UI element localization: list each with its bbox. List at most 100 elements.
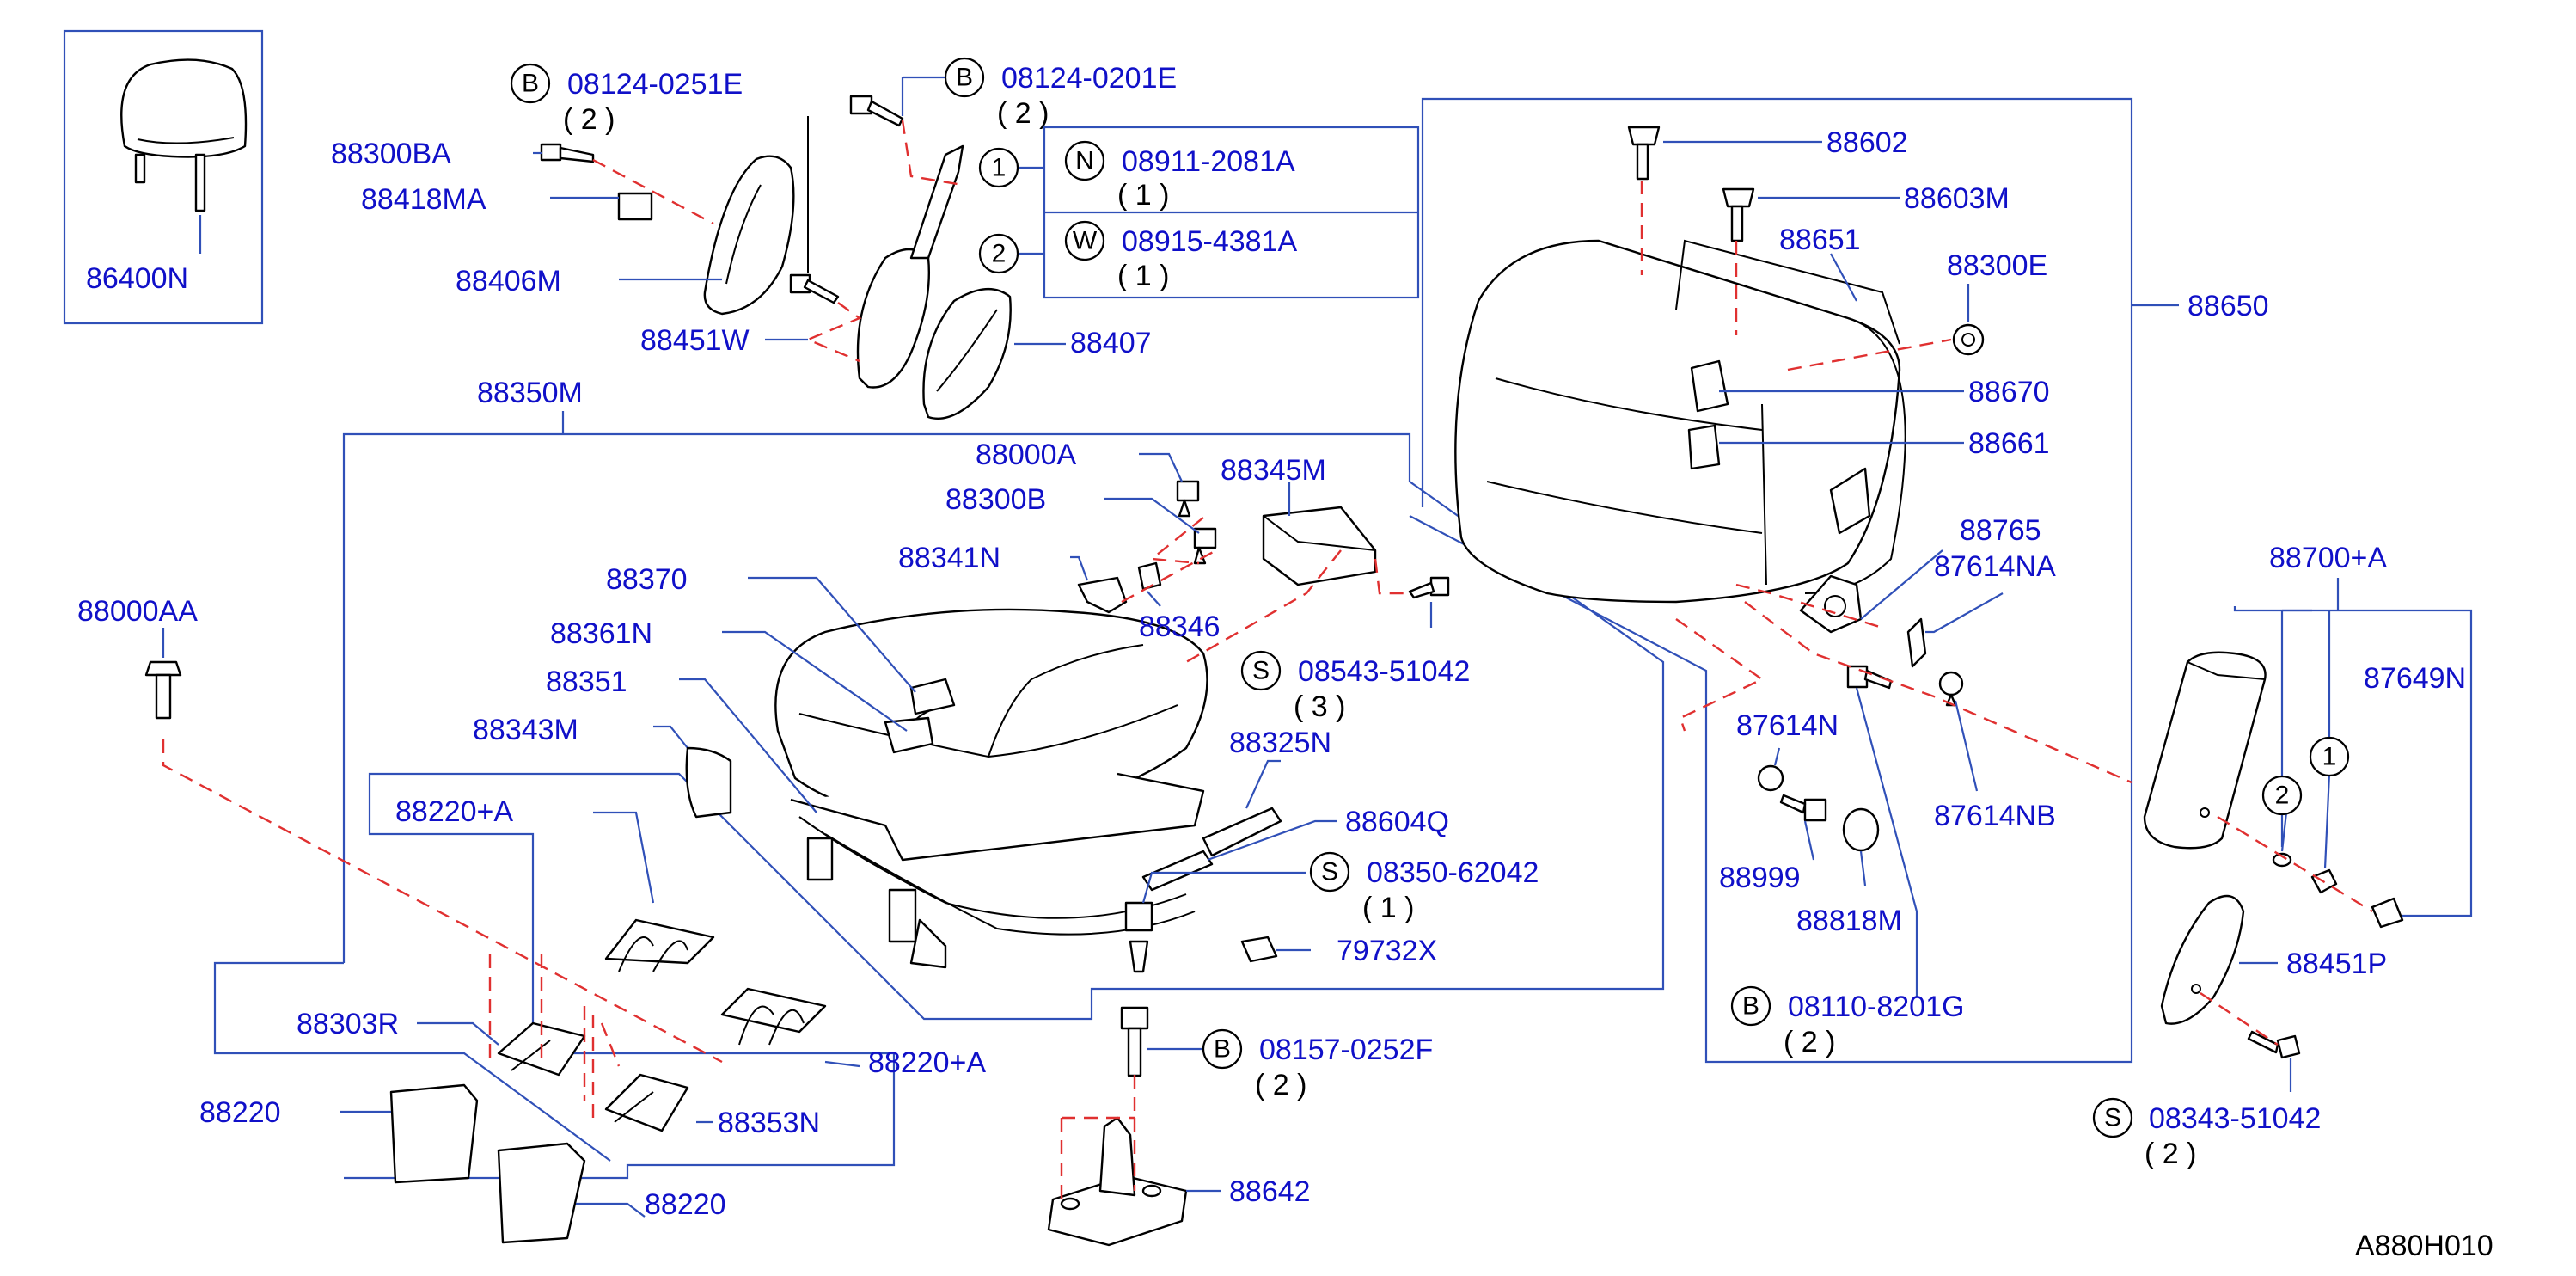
label-88300ba: 88300BA bbox=[331, 138, 451, 170]
fastener-s1-code: 08543-51042 bbox=[1298, 655, 1470, 688]
callout-2-table-text: 2 bbox=[992, 240, 1007, 268]
bolt-88000aa bbox=[144, 660, 182, 720]
label-88343m: 88343M bbox=[473, 714, 578, 746]
label-79732x: 79732X bbox=[1337, 935, 1437, 967]
symbol-b4-text: B bbox=[1742, 992, 1759, 1021]
fastener-s1-qty: ( 3 ) bbox=[1294, 690, 1345, 723]
label-88220a-2: 88220+A bbox=[868, 1046, 986, 1079]
stud-88603m bbox=[1722, 187, 1755, 242]
base-88642 bbox=[1047, 1116, 1188, 1247]
label-88350m: 88350M bbox=[477, 377, 583, 409]
label-88406m: 88406M bbox=[456, 265, 561, 298]
frame-88350m bbox=[342, 432, 1665, 1180]
bolt-b3 bbox=[1120, 1006, 1149, 1077]
symbol-s3 bbox=[2092, 1097, 2133, 1138]
label-88451p: 88451P bbox=[2286, 948, 2387, 980]
bolt-88999 bbox=[1779, 794, 1827, 822]
spacer-s2 bbox=[1124, 901, 1153, 932]
label-87614nb: 87614NB bbox=[1934, 800, 2056, 832]
screw-s1 bbox=[1408, 576, 1450, 599]
label-88700a: 88700+A bbox=[2269, 542, 2387, 574]
headrest-inset-box bbox=[63, 29, 264, 325]
frame-88350m-lower bbox=[213, 961, 611, 1162]
label-88418ma: 88418MA bbox=[361, 183, 486, 216]
washer-callout-2 bbox=[2272, 852, 2292, 868]
diagram-reference: A880H010 bbox=[2355, 1230, 2493, 1262]
bracket-88341n bbox=[1077, 576, 1128, 614]
bracket-88451w bbox=[856, 144, 964, 389]
frame-88650 bbox=[1409, 97, 2133, 1064]
frame-88700a bbox=[2233, 606, 2473, 917]
fastener-n1-qty: ( 1 ) bbox=[1117, 179, 1169, 212]
seat-cushion-88370 bbox=[774, 608, 1208, 969]
label-88220a-1: 88220+A bbox=[395, 795, 513, 828]
symbol-b1-text: B bbox=[522, 70, 539, 98]
clip-87614na bbox=[1906, 617, 1927, 668]
screw-s2 bbox=[1129, 940, 1149, 973]
bolt-b4 bbox=[1846, 665, 1893, 690]
screw-s3 bbox=[2247, 1030, 2301, 1059]
bracket-88220a-2 bbox=[720, 987, 827, 1046]
bracket-88353n bbox=[604, 1073, 689, 1132]
cover-88220-2 bbox=[497, 1142, 586, 1244]
label-88370: 88370 bbox=[606, 563, 688, 596]
cover-88345m bbox=[1262, 506, 1377, 586]
cap-87649n bbox=[2371, 897, 2404, 929]
symbol-n1-text: N bbox=[1075, 147, 1094, 175]
label-88604q: 88604Q bbox=[1345, 806, 1449, 838]
label-88220-1: 88220 bbox=[199, 1096, 281, 1129]
bolt-88300ba bbox=[540, 143, 595, 163]
callout-1-table bbox=[978, 147, 1019, 188]
symbol-s2 bbox=[1309, 851, 1350, 893]
fastener-s3-code: 08343-51042 bbox=[2149, 1102, 2321, 1135]
fastener-b3-code: 08157-0252F bbox=[1259, 1034, 1433, 1066]
symbol-n1 bbox=[1064, 140, 1105, 181]
label-88765: 88765 bbox=[1960, 514, 2041, 547]
label-88300b: 88300B bbox=[945, 483, 1046, 516]
clip-88346 bbox=[1137, 561, 1162, 591]
bolt-b1 bbox=[849, 95, 904, 127]
seatback-88650 bbox=[1454, 239, 1906, 604]
symbol-b3 bbox=[1202, 1028, 1243, 1070]
fastener-n1-code: 08911-2081A bbox=[1122, 145, 1295, 178]
label-88670: 88670 bbox=[1968, 376, 2050, 408]
cap-88300e bbox=[1952, 323, 1985, 356]
label-88407: 88407 bbox=[1070, 327, 1152, 359]
cover-88407 bbox=[922, 287, 1012, 420]
label-88325n: 88325N bbox=[1229, 727, 1331, 759]
label-88303r: 88303R bbox=[297, 1008, 399, 1040]
label-88361n: 88361N bbox=[550, 617, 652, 650]
label-88451w: 88451W bbox=[640, 324, 750, 357]
fastener-b4-code: 08110-8201G bbox=[1788, 991, 1964, 1023]
label-88661: 88661 bbox=[1968, 427, 2050, 460]
fastener-b1-code: 08124-0251E bbox=[567, 68, 743, 101]
label-88999: 88999 bbox=[1719, 862, 1801, 894]
symbol-w1 bbox=[1064, 220, 1105, 261]
fastener-b2-qty: ( 2 ) bbox=[997, 97, 1049, 130]
label-88000a: 88000A bbox=[976, 439, 1077, 471]
label-87614na: 87614NA bbox=[1934, 550, 2056, 583]
symbol-b4 bbox=[1730, 985, 1771, 1027]
fastener-b2-code: 08124-0201E bbox=[1001, 62, 1177, 95]
hinge-cover-88406m bbox=[703, 155, 795, 316]
armrest-88700a bbox=[2143, 651, 2267, 850]
bolt-88300b bbox=[1193, 527, 1217, 565]
symbol-s1 bbox=[1240, 650, 1282, 691]
symbol-b1 bbox=[510, 63, 551, 104]
label-88351: 88351 bbox=[546, 666, 627, 698]
nut-87614n bbox=[1757, 764, 1784, 792]
label-88602: 88602 bbox=[1826, 126, 1908, 159]
callout-2-armrest bbox=[2261, 775, 2303, 816]
stud-88602 bbox=[1627, 126, 1661, 181]
fastener-s3-qty: ( 2 ) bbox=[2145, 1138, 2196, 1170]
label-88341n: 88341N bbox=[898, 542, 1000, 574]
fastener-b4-qty: ( 2 ) bbox=[1784, 1026, 1835, 1058]
label-88346: 88346 bbox=[1139, 610, 1221, 643]
clip-79732x bbox=[1240, 936, 1278, 963]
label-88000aa: 88000AA bbox=[77, 595, 198, 628]
label-87649n: 87649N bbox=[2364, 662, 2466, 695]
callout-2-armrest-text: 2 bbox=[2275, 782, 2290, 810]
pad-88343m bbox=[685, 746, 732, 819]
label-88642: 88642 bbox=[1229, 1175, 1311, 1208]
